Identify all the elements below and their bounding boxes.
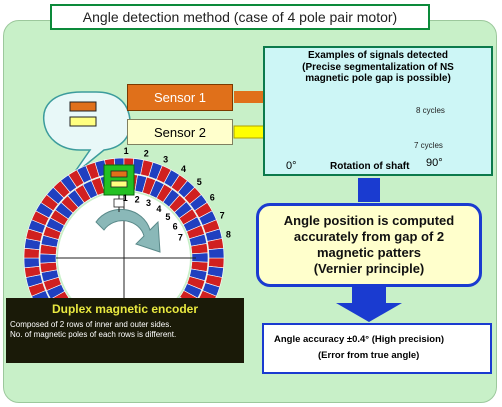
encoder-title: Duplex magnetic encoder	[51, 302, 199, 316]
outer-number: 3	[163, 154, 168, 164]
inner-number: 5	[165, 212, 170, 222]
inner-number: 4	[156, 204, 161, 214]
signals-title-line3: magnetic pole gap is possible)	[305, 73, 451, 84]
ring-segment	[23, 257, 40, 269]
compute-line2: accurately from gap of 2	[293, 229, 445, 244]
outer-number: 7	[220, 210, 225, 220]
axis-end-label: 90°	[426, 157, 443, 169]
sensor2-box: Sensor 2	[127, 119, 233, 145]
accuracy-box: Angle accuracy ±0.4° (High precision) (E…	[262, 323, 492, 374]
sensor-bubble	[42, 91, 131, 177]
compute-line3: magnetic patters	[316, 245, 422, 260]
ring-segment	[39, 253, 57, 264]
bubble-sensor2-icon	[69, 116, 97, 127]
outer-number: 5	[197, 177, 202, 187]
signals-title: Examples of signals detected (Precise se…	[265, 50, 491, 85]
encoder-desc1: Composed of 2 rows of inner and outer si…	[10, 320, 172, 329]
bubble-sensor1-icon	[69, 101, 97, 112]
inner-number: 1	[123, 193, 128, 203]
ring-segment	[208, 247, 225, 259]
signals-panel: Examples of signals detected (Precise se…	[263, 46, 493, 176]
ring-sensor-icon	[103, 164, 135, 196]
accuracy-line1: Angle accuracy ±0.4° (High precision)	[274, 334, 445, 345]
down-arrow-icon	[358, 178, 380, 202]
inner-number: 6	[173, 222, 178, 232]
inner-number: 7	[178, 232, 183, 242]
compute-line1: Angle position is computed	[283, 213, 455, 228]
axis-start-label: 0°	[286, 160, 297, 172]
computation-box: Angle position is computed accurately fr…	[256, 203, 482, 287]
outer-number: 8	[226, 230, 231, 240]
outer-number: 1	[124, 146, 129, 156]
inner-number: 2	[135, 194, 140, 204]
accuracy-line2: (Error from true angle)	[318, 350, 420, 361]
diagram-title: Angle detection method (case of 4 pole p…	[50, 4, 430, 30]
outer-number: 6	[210, 193, 215, 203]
wave1-label: 8 cycles	[416, 106, 445, 115]
encoder-desc2: No. of magnetic poles of each rows is di…	[10, 330, 177, 339]
ring-segment	[191, 252, 209, 263]
signals-title-line1: Examples of signals detected	[307, 50, 449, 61]
compute-line4: (Vernier principle)	[313, 261, 425, 276]
down-arrow-accuracy-icon	[336, 287, 402, 322]
outer-number: 4	[181, 164, 186, 174]
axis-label: Rotation of shaft	[330, 161, 410, 172]
rotation-arrow-icon	[95, 208, 161, 253]
outer-number: 2	[144, 148, 149, 158]
inner-number: 3	[146, 198, 151, 208]
encoder-caption: Duplex magnetic encoder Composed of 2 ro…	[6, 298, 244, 363]
sensor1-box: Sensor 1	[127, 84, 233, 111]
signals-title-line2: (Precise segmentalization of NS	[302, 61, 454, 73]
wave2-label: 7 cycles	[414, 141, 443, 150]
